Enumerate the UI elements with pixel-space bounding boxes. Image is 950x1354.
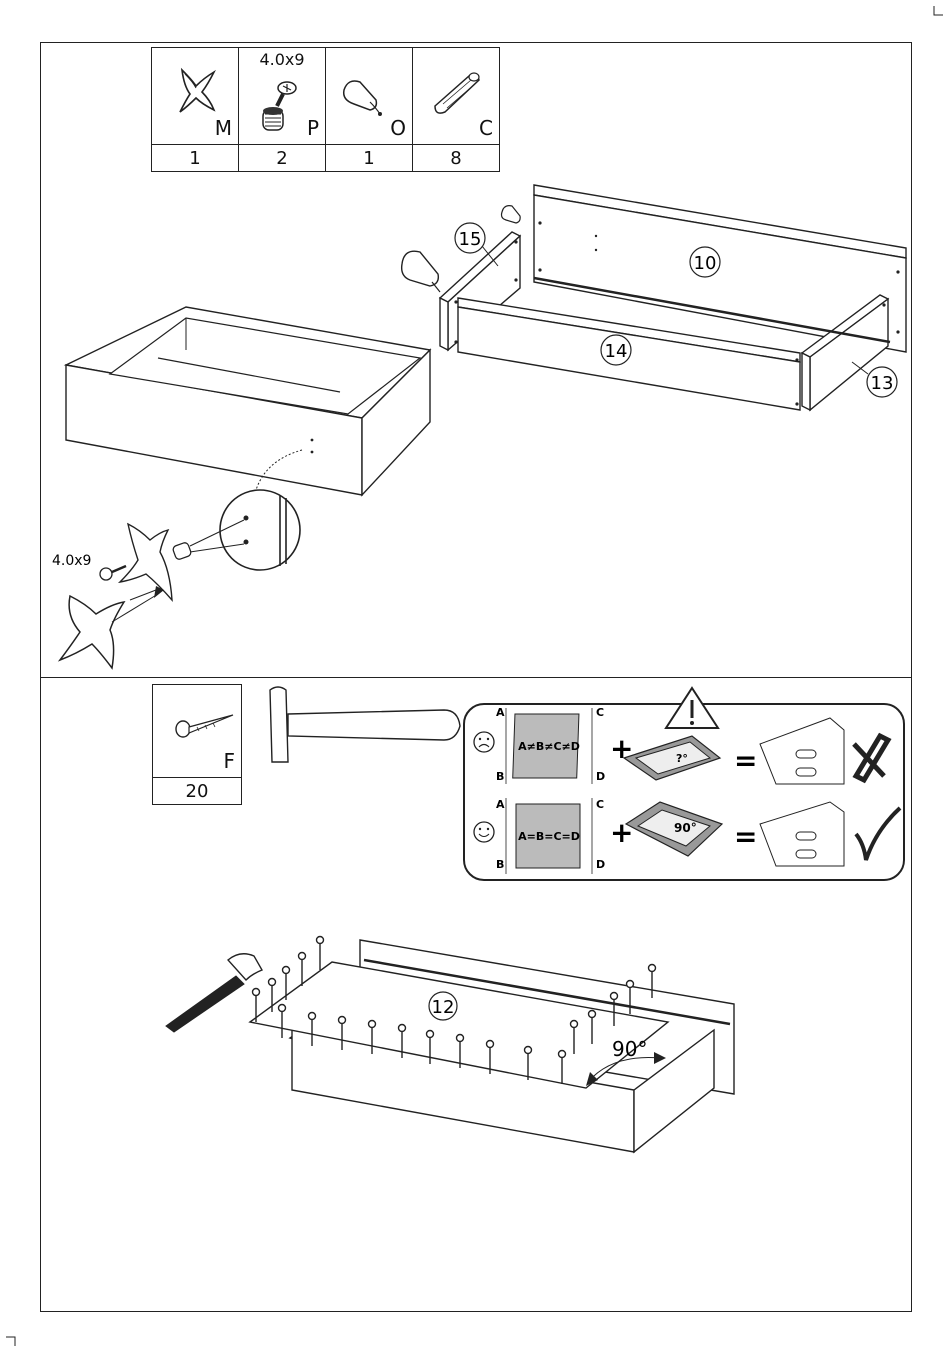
corner-label: C (596, 706, 604, 719)
label-back-panel: 10 (694, 253, 717, 274)
happy-face-icon (474, 822, 494, 842)
corner-label: C (596, 798, 604, 811)
angle-good-label: 90° (674, 821, 697, 835)
corner-label: A (496, 706, 505, 719)
hardware-cell-p: 4.0x9 P (239, 48, 326, 145)
equals-sign: = (734, 820, 757, 853)
hardware-cell-m: M (152, 48, 239, 145)
hardware-qty: 20 (153, 778, 242, 805)
star-leg-large-icon (60, 596, 124, 668)
crop-mark-top-right (933, 6, 943, 16)
threaded-insert-icon (172, 542, 192, 561)
hardware-cell-c: C (413, 48, 500, 145)
crop-mark-bottom-left (6, 1336, 16, 1346)
equals-sign: = (734, 744, 757, 777)
hammer-icon (266, 684, 462, 766)
hardware-cell-o: O (326, 48, 413, 145)
hardware-letter: F (223, 749, 235, 773)
corner-label: D (596, 858, 605, 871)
left-side-front-edge (440, 298, 448, 350)
label-right-side: 13 (871, 373, 894, 394)
plug-knob-small-icon (502, 206, 521, 223)
hammer-in-use-icon (166, 954, 262, 1032)
step1-assembly-drawing: 10 15 14 13 10 4.0x9 (40, 160, 912, 675)
step-divider (40, 677, 912, 678)
hardware-letter: O (390, 116, 406, 140)
step1-hardware-table: M 4.0x9 P O (151, 47, 500, 172)
corner-label: A (496, 798, 505, 811)
sad-face-icon (474, 732, 494, 752)
label-front-side: 14 (605, 341, 628, 362)
label-bottom-panel: 12 (432, 997, 455, 1018)
step2-assembly-drawing: 12 90° (40, 930, 912, 1170)
right-side-front-edge (802, 353, 810, 410)
check-formula-bad: A≠B≠C≠D (518, 740, 580, 753)
corner-label: B (496, 858, 504, 871)
hardware-letter: M (215, 116, 232, 140)
check-formula-good: A=B=C=D (518, 830, 580, 843)
hardware-letter: P (307, 116, 319, 140)
screw-size-callout: 4.0x9 (52, 553, 91, 569)
corner-label: D (596, 770, 605, 783)
angle-bad-label: ?° (676, 752, 688, 765)
label-left-side: 15 (459, 229, 482, 250)
plug-knob-icon (402, 251, 439, 286)
detail-magnifier (220, 490, 300, 570)
screw-icon (100, 568, 112, 580)
hardware-spec: 4.0x9 (239, 50, 325, 69)
hardware-letter: C (479, 116, 493, 140)
angle-label: 90° (612, 1037, 647, 1061)
squareness-check-panel: A B C D A≠B≠C≠D + ?° = A B C D A=B=C=D +… (460, 684, 910, 884)
hardware-cell-f: F (153, 685, 242, 778)
star-leg-icon (120, 524, 172, 600)
corner-label: B (496, 770, 504, 783)
step2-hardware-table: F 20 (152, 684, 242, 805)
